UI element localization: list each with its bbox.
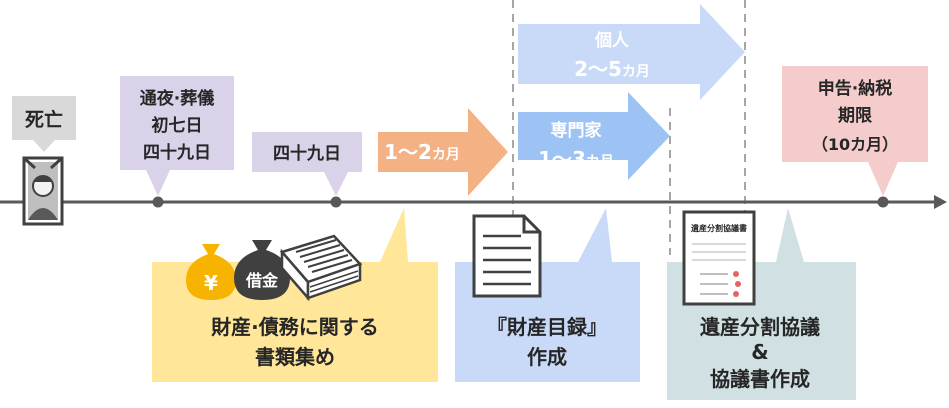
event-deadline-line2: 期限 xyxy=(838,106,872,126)
period-arrow-2: 専門家 1〜3カ月 xyxy=(518,92,670,180)
debt-bag-label: 借金 xyxy=(245,271,279,290)
period-arrow-3: 個人 2〜5カ月 xyxy=(518,4,745,100)
period-1-label: 1〜2カ月 xyxy=(384,140,460,164)
document-stack-icon xyxy=(279,234,363,302)
event-funeral-line2: 初七日 xyxy=(152,115,203,136)
task-callout-inventory xyxy=(455,208,640,382)
period-1-unit: カ月 xyxy=(432,147,460,163)
period-1-main: 1〜2 xyxy=(384,140,432,164)
task-inventory-line1: 『財産目録』 xyxy=(487,315,607,339)
event-funeral: 通夜·葬儀 初七日 四十九日 xyxy=(120,76,234,196)
period-2-title: 専門家 xyxy=(551,120,602,141)
task-division-line1: 遺産分割協議 xyxy=(700,315,820,339)
task-division-line3: 協議書作成 xyxy=(710,367,810,391)
money-bag-icon: ¥ xyxy=(186,244,236,300)
period-3-unit: カ月 xyxy=(622,64,650,80)
period-3-label: 2〜5カ月 xyxy=(574,57,650,81)
task-callout-division xyxy=(667,208,856,400)
period-2-unit: カ月 xyxy=(586,154,614,170)
event-deadline-line3: （10カ月） xyxy=(812,135,898,154)
portrait-icon xyxy=(22,156,64,226)
agreement-document-title: 遺産分割協議書 xyxy=(690,223,747,233)
event-49days-label: 四十九日 xyxy=(273,143,341,164)
task-callout-documents xyxy=(152,208,438,382)
event-death: 死亡 xyxy=(12,96,76,152)
timeline-arrowhead xyxy=(934,195,947,209)
task-documents-line1: 財産·債務に関する xyxy=(211,315,379,339)
money-bag-yen: ¥ xyxy=(204,271,218,295)
timeline-dot-funeral xyxy=(152,196,164,208)
task-inventory-line2: 作成 xyxy=(527,345,567,369)
task-documents-line2: 書類集め xyxy=(255,345,335,369)
agreement-document-icon: 遺産分割協議書 xyxy=(682,210,756,306)
period-3-main: 2〜5 xyxy=(574,57,622,81)
event-deadline: 申告·納税 期限 （10カ月） xyxy=(782,66,928,196)
event-49days: 四十九日 xyxy=(252,132,362,196)
period-2-main: 1〜3 xyxy=(538,147,586,171)
event-death-label: 死亡 xyxy=(25,108,63,131)
event-deadline-line1: 申告·納税 xyxy=(818,78,892,99)
task-division-line2: & xyxy=(751,340,768,364)
event-funeral-line1: 通夜·葬儀 xyxy=(140,88,214,109)
timeline-dot-deadline xyxy=(877,196,889,208)
debt-bag-icon: 借金 xyxy=(234,240,290,300)
period-arrow-1: 1〜2カ月 xyxy=(378,108,508,196)
event-funeral-line3: 四十九日 xyxy=(143,142,211,163)
period-3-title: 個人 xyxy=(594,30,630,51)
document-icon xyxy=(472,214,542,298)
timeline-dot-49days xyxy=(330,196,342,208)
period-2-label: 1〜3カ月 xyxy=(538,147,614,171)
